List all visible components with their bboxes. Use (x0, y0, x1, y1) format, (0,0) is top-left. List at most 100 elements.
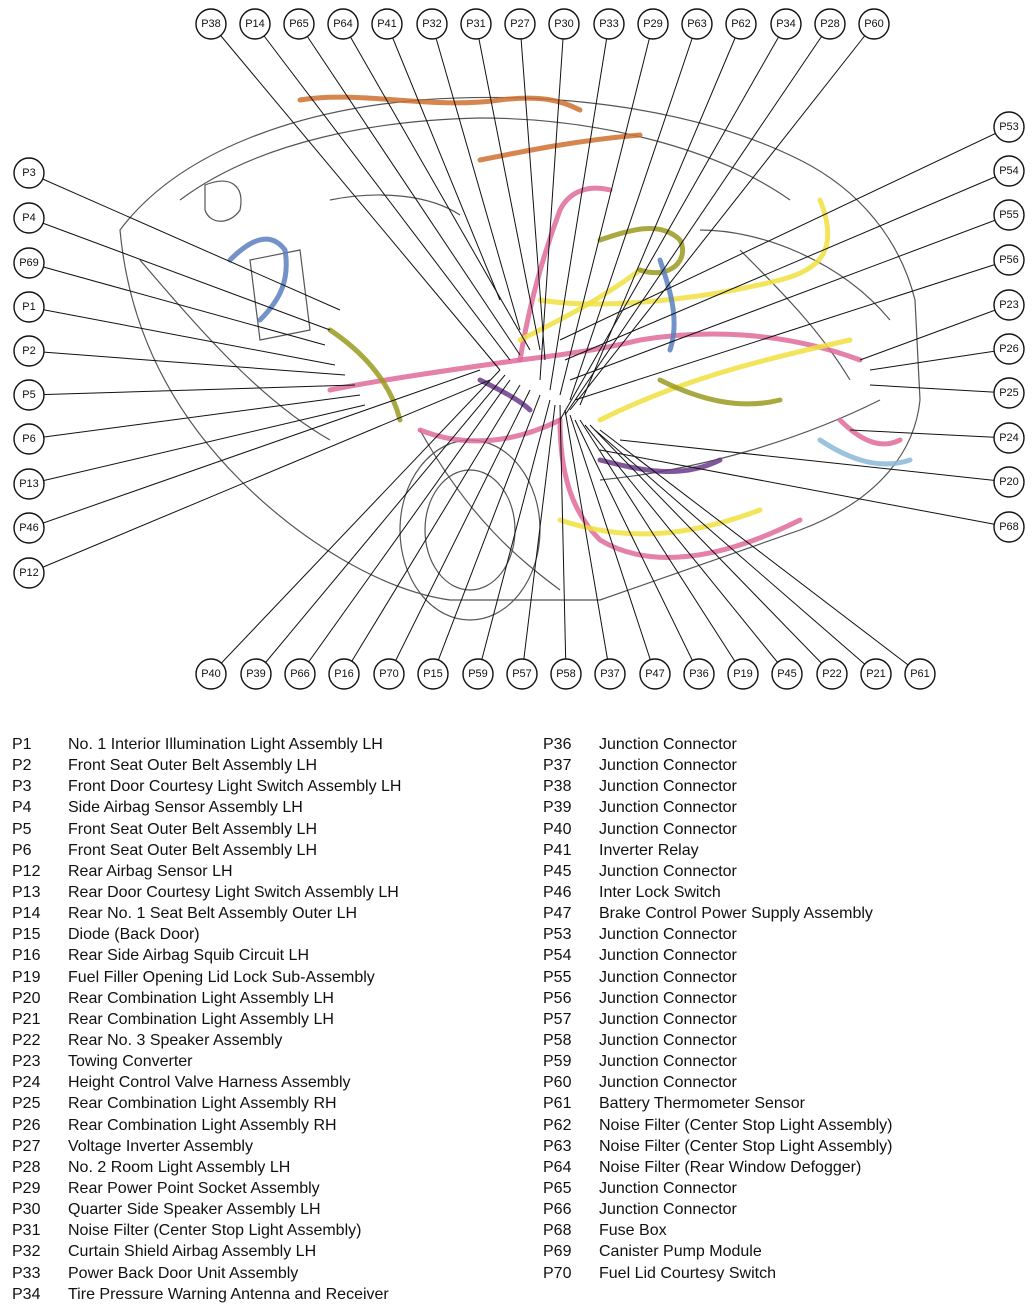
legend-description: Brake Control Power Supply Assembly (599, 905, 873, 923)
callout-label: P66 (290, 668, 310, 680)
callout-label: P21 (866, 668, 886, 680)
callout-circle (594, 658, 626, 690)
connector-callout: P55 (993, 199, 1025, 231)
connector-callout: P65 (283, 8, 315, 40)
legend-description: Junction Connector (599, 926, 737, 944)
callout-circle (550, 658, 582, 690)
leader-lines (28, 23, 1010, 675)
legend-code: P55 (543, 968, 572, 986)
leader-line (599, 449, 1010, 528)
callout-label: P58 (556, 668, 576, 680)
leader-line (564, 170, 1010, 361)
callout-circle (460, 8, 492, 40)
harness-segment (477, 132, 643, 163)
legend-code: P40 (543, 820, 572, 838)
connector-callout: P31 (460, 8, 492, 40)
legend-description: Junction Connector (599, 778, 737, 796)
harness-segment (657, 377, 783, 407)
callout-label: P65 (289, 18, 309, 30)
legend-code: P41 (543, 841, 572, 859)
callout-circle (858, 8, 890, 40)
callout-circle (639, 658, 671, 690)
legend-code: P12 (12, 862, 41, 880)
callout-circle (283, 8, 315, 40)
callout-circle (284, 658, 316, 690)
legend-code: P62 (543, 1116, 572, 1134)
callout-circle (771, 658, 803, 690)
legend-code: P25 (12, 1095, 41, 1113)
leader-line (574, 419, 700, 675)
callout-circle (993, 199, 1025, 231)
callout-circle (548, 8, 580, 40)
legend-description: Fuse Box (599, 1222, 667, 1240)
legend-code: P60 (543, 1074, 572, 1092)
callout-label: P68 (999, 521, 1019, 533)
leader-line (298, 23, 521, 356)
callout-label: P16 (334, 668, 354, 680)
legend-description: No. 2 Room Light Assembly LH (68, 1158, 291, 1176)
leader-line (431, 23, 521, 331)
callout-circle (993, 333, 1025, 365)
legend-code: P14 (12, 905, 41, 923)
connector-callout: P29 (637, 8, 669, 40)
callout-label: P41 (377, 18, 397, 30)
legend-description: Junction Connector (599, 968, 737, 986)
callout-label: P2 (22, 345, 35, 357)
callout-circle (327, 8, 359, 40)
legend-code: P34 (12, 1285, 41, 1303)
leader-line (569, 214, 1010, 381)
legend-description: Junction Connector (599, 736, 737, 753)
callout-label: P29 (643, 18, 663, 30)
callout-label: P20 (999, 476, 1019, 488)
callout-label: P3 (22, 167, 35, 179)
legend-description: Noise Filter (Center Stop Light Assembly… (68, 1222, 362, 1240)
callout-label: P6 (22, 433, 35, 445)
callout-label: P56 (999, 254, 1019, 266)
legend-description: Junction Connector (599, 1074, 737, 1092)
leader-line (584, 424, 788, 675)
callout-circle (725, 8, 757, 40)
callout-label: P24 (999, 432, 1019, 444)
connector-callout: P2 (13, 335, 45, 367)
legend-code: P47 (543, 905, 572, 923)
callout-label: P55 (999, 209, 1019, 221)
callout-label: P54 (999, 165, 1019, 177)
connector-callout: P6 (13, 423, 45, 455)
callout-label: P46 (19, 522, 39, 534)
callout-circle (13, 379, 45, 411)
legend-code: P65 (543, 1179, 572, 1197)
callout-circle (993, 511, 1025, 543)
legend-code: P58 (543, 1031, 572, 1049)
legend-item: P60 Junction Connector (543, 1072, 892, 1093)
legend-description: Junction Connector (599, 1179, 737, 1197)
legend-description: Front Seat Outer Belt Assembly LH (68, 757, 317, 775)
legend-code: P54 (543, 947, 572, 965)
harness-segment (227, 236, 289, 323)
connector-callout: P15 (417, 658, 449, 690)
leader-line (519, 23, 546, 361)
legend-item: P31 Noise Filter (Center Stop Light Assem… (12, 1220, 401, 1241)
connector-callout: P12 (13, 557, 45, 589)
callout-circle (328, 658, 360, 690)
leader-line (539, 23, 565, 381)
legend-description: Junction Connector (599, 1010, 737, 1028)
legend-description: Junction Connector (599, 1201, 737, 1219)
legend-code: P27 (12, 1137, 41, 1155)
legend-code: P31 (12, 1222, 41, 1240)
connector-callout: P38 (195, 8, 227, 40)
legend-description: Rear Combination Light Assembly RH (68, 1116, 337, 1134)
connector-callout: P62 (725, 8, 757, 40)
legend-description: Fuel Lid Courtesy Switch (599, 1264, 776, 1282)
callout-circle (13, 423, 45, 455)
connector-callout: P5 (13, 379, 45, 411)
legend-description: Junction Connector (599, 989, 737, 1007)
callout-circle (195, 658, 227, 690)
